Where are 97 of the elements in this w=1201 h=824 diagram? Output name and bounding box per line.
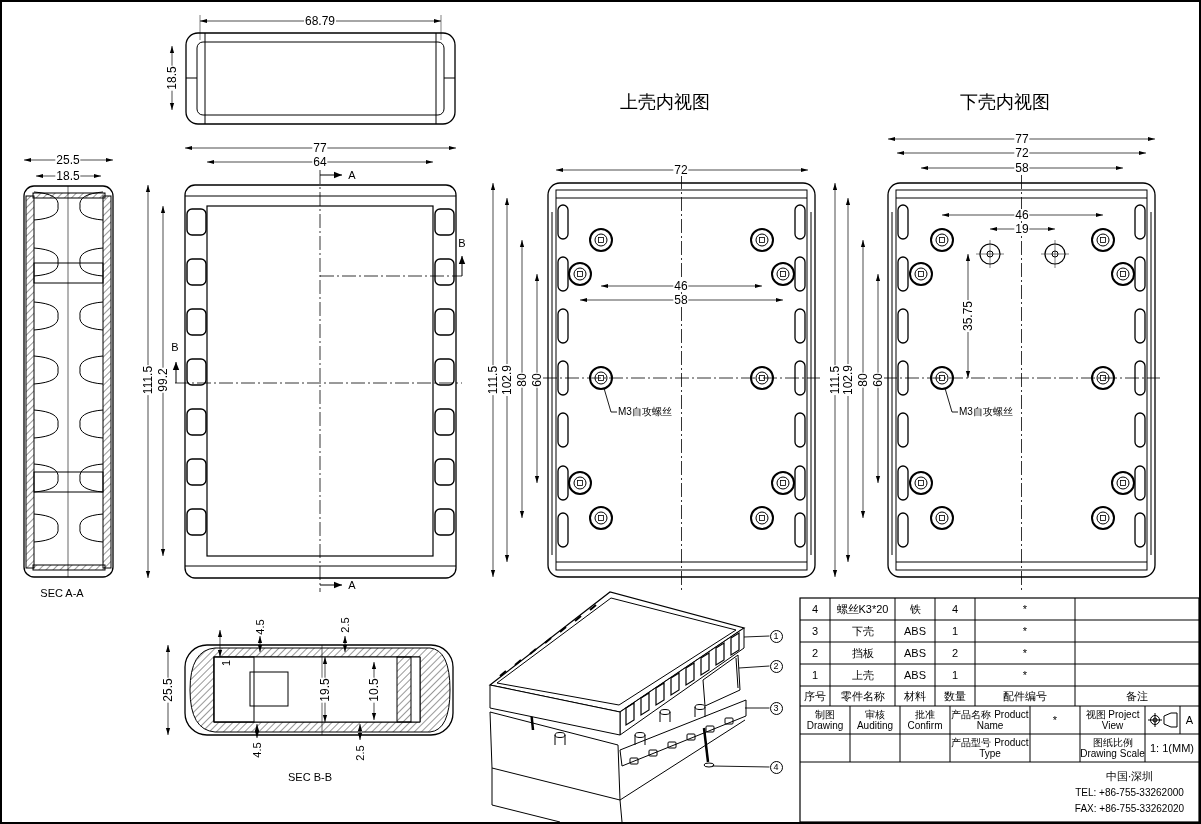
dimension-value: 18.5 — [166, 65, 178, 91]
dimension-value: 60 — [872, 372, 884, 388]
contact-info: FAX: +86-755-33262020 — [1074, 802, 1185, 814]
callout-number: 4 — [769, 760, 783, 774]
leader-line — [743, 635, 770, 638]
column-header: 序号 — [804, 689, 826, 703]
dimension-value: 60 — [531, 372, 543, 388]
dimension-value: 2.5 — [339, 616, 351, 634]
dimension-value: 19.5 — [319, 677, 331, 703]
leader-line — [744, 707, 770, 709]
column-header: 配件编号 — [1003, 689, 1047, 703]
dimension-value: 46 — [1014, 209, 1030, 221]
contact-info: TEL: +86-755-33262000 — [1075, 786, 1184, 798]
field-label: 批准 Confirm — [906, 709, 944, 731]
dimension-value: 25.5 — [162, 677, 174, 703]
side-panel-drawing — [702, 654, 741, 707]
dimension-value: 58 — [1014, 162, 1030, 174]
dimension-value: 111.5 — [829, 364, 841, 396]
column-header: 备注 — [1126, 689, 1148, 703]
field-label: 视图 Project View — [1084, 709, 1141, 731]
callout-number: 2 — [769, 659, 783, 673]
lid-drawing — [488, 591, 746, 736]
quantity: 1 — [951, 624, 959, 638]
section-letter: B — [170, 341, 180, 353]
dimension-value: 35.75 — [962, 300, 974, 332]
dimension-value: 25.5 — [55, 154, 81, 166]
part-number: * — [1022, 646, 1028, 660]
column-header: 零件名称 — [840, 689, 885, 703]
field-label: 制图 Drawing — [805, 709, 845, 731]
column-header: 材料 — [904, 689, 926, 703]
dimension-value: 80 — [857, 372, 869, 388]
row-number: 2 — [811, 646, 819, 660]
callout-text: M3自攻螺丝 — [618, 406, 672, 417]
dimension-value: 72 — [1014, 147, 1030, 159]
material: ABS — [904, 668, 926, 682]
section-letter: A — [347, 169, 357, 181]
view-title: 上壳内视图 — [619, 93, 711, 111]
field-value: 1: 1(MM) — [1150, 741, 1194, 755]
dimension-value: 58 — [673, 294, 689, 306]
section-label: SEC B-B — [287, 771, 333, 783]
section-letter: A — [347, 579, 357, 591]
field-label: 图纸比例 Drawing Scale — [1080, 737, 1145, 759]
quantity: 1 — [951, 668, 959, 682]
callout-number: 3 — [769, 701, 783, 715]
row-number: 1 — [811, 668, 819, 682]
screw-boss — [930, 366, 954, 390]
material: ABS — [904, 624, 926, 638]
part-number: * — [1022, 624, 1028, 638]
base-drawing — [489, 699, 747, 823]
column-header: 数量 — [944, 689, 966, 703]
quantity: 2 — [951, 646, 959, 660]
dimension-value: 10.5 — [368, 677, 380, 703]
dimension-value: 4.5 — [251, 741, 263, 759]
dimension-value: 111.5 — [142, 364, 154, 396]
section-label: SEC A-A — [39, 587, 85, 599]
field-label: 审核 Auditing — [855, 709, 895, 731]
dimension-value: 80 — [516, 372, 528, 388]
dimension-value: 64 — [312, 156, 328, 168]
field-label: 产品型号 Product Type — [950, 737, 1030, 759]
section-letter: B — [457, 237, 467, 249]
dimension-value: 102.9 — [501, 364, 513, 396]
dimension-value: 2.5 — [354, 744, 366, 762]
dimension-value: 72 — [673, 164, 689, 176]
material: 铁 — [909, 602, 921, 616]
field-label: 产品名称 Product Name — [950, 709, 1030, 731]
dimension-value: 46 — [673, 280, 689, 292]
leader-line — [738, 665, 770, 669]
leader-line — [944, 388, 959, 413]
field-value: * — [1052, 713, 1058, 727]
dimension-value: 77 — [312, 142, 328, 154]
view-title: 下壳内视图 — [959, 93, 1051, 111]
part-number: * — [1022, 602, 1028, 616]
dimension-value: 111.5 — [487, 364, 499, 396]
part-number: * — [1022, 668, 1028, 682]
dimension-value: 99.2 — [157, 367, 169, 393]
dimension-value: 19 — [1014, 223, 1030, 235]
leader-line — [603, 388, 618, 413]
part-name: 螺丝K3*20 — [836, 602, 889, 616]
screw-boss — [589, 366, 613, 390]
material: ABS — [904, 646, 926, 660]
part-name: 上壳 — [851, 668, 874, 682]
part-name: 下壳 — [851, 624, 874, 638]
part-name: 挡板 — [851, 646, 874, 660]
dimension-value: 4.5 — [254, 618, 266, 636]
dimension-value: 18.5 — [55, 170, 81, 182]
dimension-value: 77 — [1014, 133, 1030, 145]
row-number: 3 — [811, 624, 819, 638]
row-number: 4 — [811, 602, 819, 616]
callout-text: M3自攻螺丝 — [959, 406, 1013, 417]
dimension-value: 102.9 — [842, 364, 854, 396]
callout-number: 1 — [769, 629, 783, 643]
leader-line — [711, 765, 770, 768]
dimension-value: 1 — [220, 658, 232, 668]
field-value: A — [1185, 713, 1194, 727]
location-text: 中国·深圳 — [1105, 769, 1154, 783]
dimension-value: 68.79 — [304, 15, 336, 27]
quantity: 4 — [951, 602, 959, 616]
